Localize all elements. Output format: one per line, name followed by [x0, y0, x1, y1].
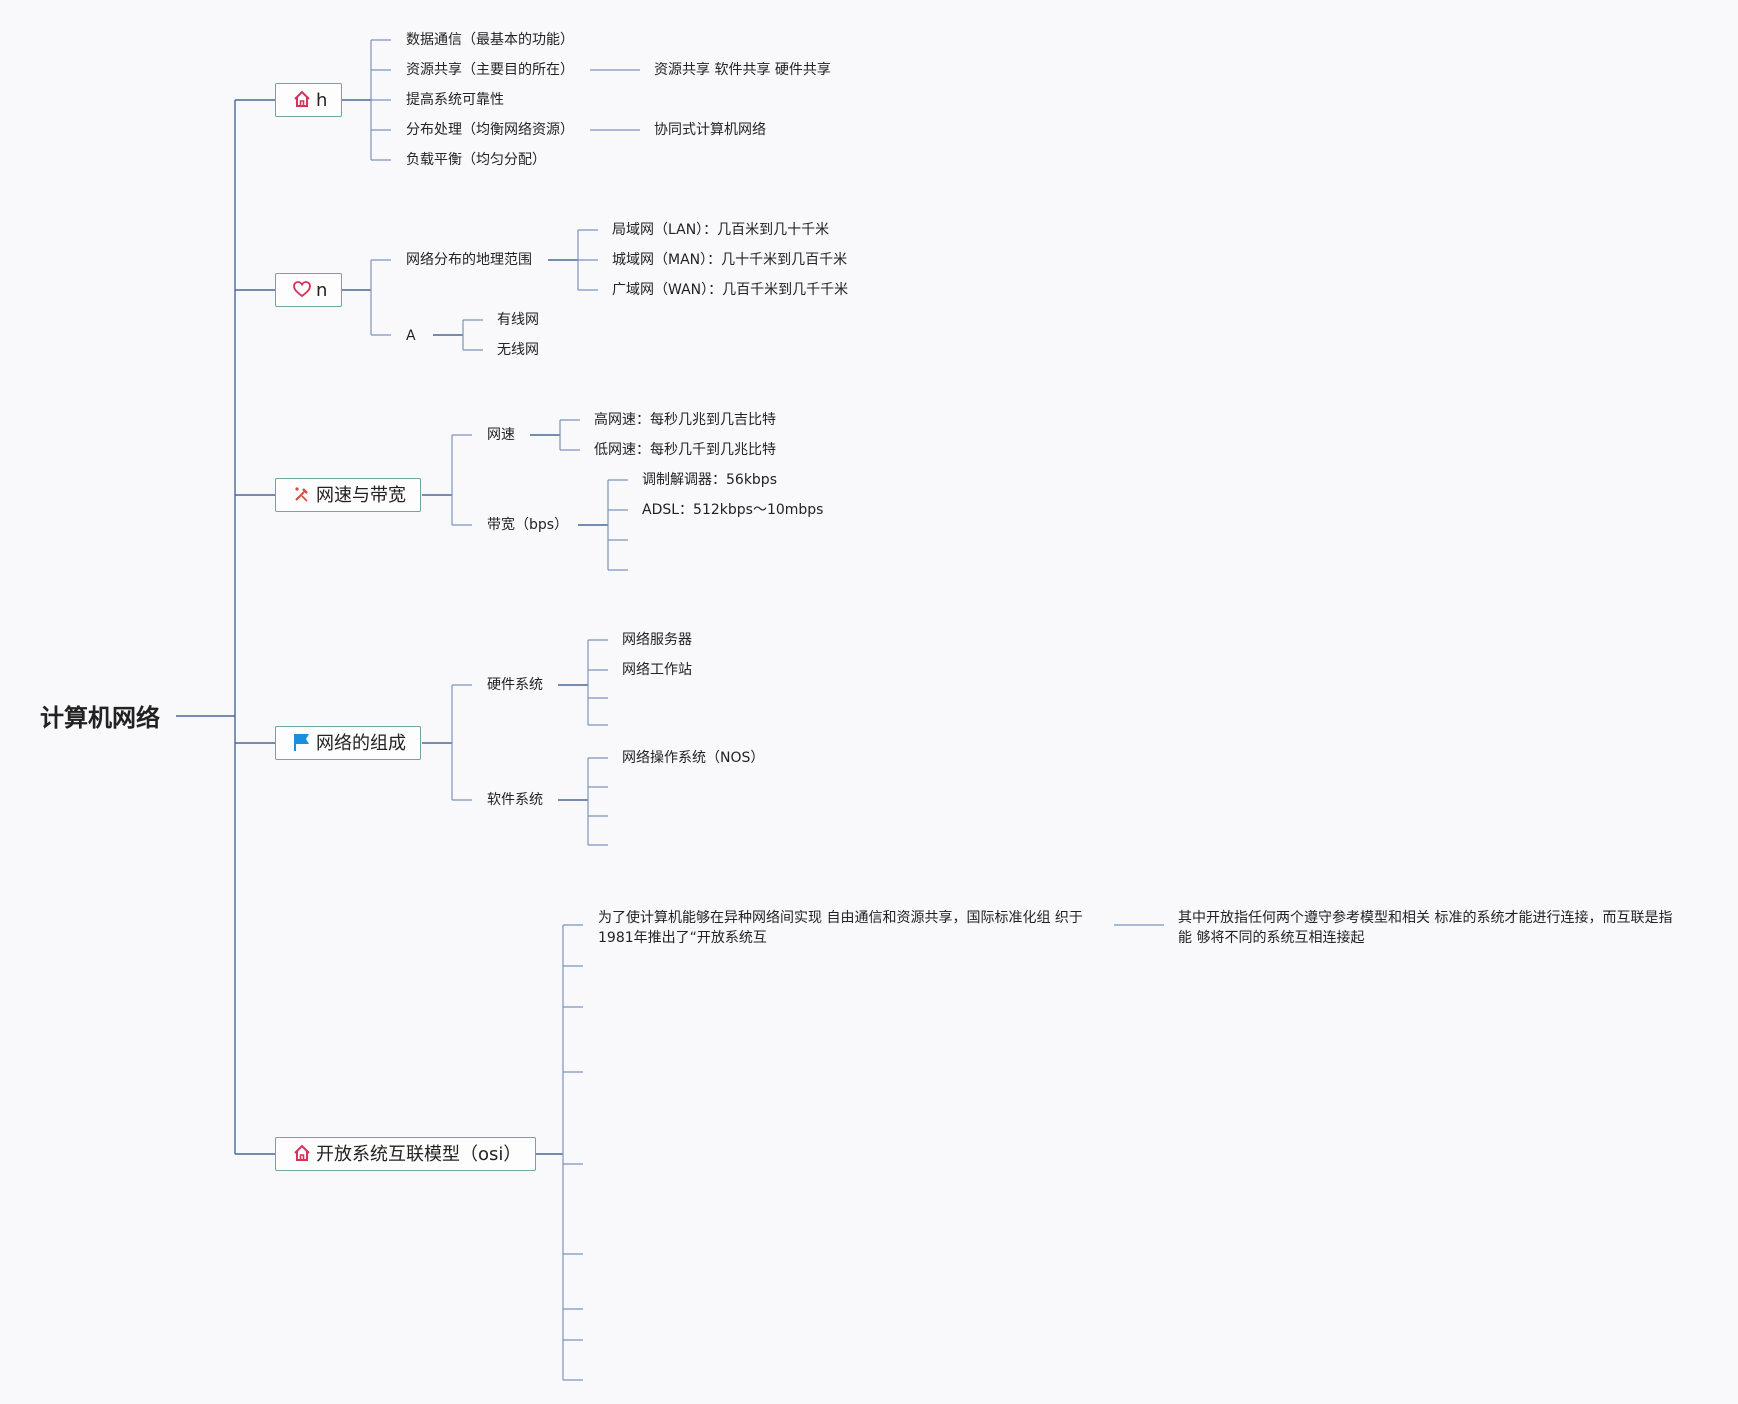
list-item[interactable]: 局域网（LAN）：几百米到几十千米: [612, 222, 830, 238]
list-item[interactable]: 分布处理（均衡网络资源）: [406, 122, 574, 138]
topic-label: 开放系统互联模型（osi）: [316, 1144, 522, 1165]
topic-label: h: [316, 90, 328, 111]
topic-n[interactable]: n: [275, 273, 343, 307]
list-item[interactable]: 提高系统可靠性: [406, 92, 504, 108]
subtopic[interactable]: 带宽（bps）: [487, 517, 569, 533]
topic-label: 网速与带宽: [316, 485, 406, 506]
flag-icon: [294, 734, 309, 751]
list-item[interactable]: ADSL：512kbps～10mbps: [642, 502, 824, 518]
topic-label: 网络的组成: [316, 733, 406, 754]
topic-label: n: [316, 280, 328, 301]
list-item[interactable]: 城域网（MAN）：几十千米到几百千米: [612, 252, 848, 268]
list-item[interactable]: 高网速：每秒几兆到几吉比特: [594, 412, 776, 428]
subtopic[interactable]: 软件系统: [487, 792, 543, 808]
subtopic[interactable]: 网速: [487, 427, 515, 443]
list-item[interactable]: 无线网: [497, 342, 539, 358]
topic-osi[interactable]: 开放系统互联模型（osi）: [275, 1137, 537, 1171]
list-item[interactable]: 网络工作站: [622, 662, 692, 678]
list-item[interactable]: 协同式计算机网络: [654, 122, 766, 138]
list-item[interactable]: 网络操作系统（NOS）: [622, 750, 765, 766]
list-item[interactable]: 调制解调器：56kbps: [642, 472, 777, 488]
subtopic[interactable]: 硬件系统: [487, 677, 543, 693]
list-item[interactable]: 网络服务器: [622, 632, 692, 648]
list-item[interactable]: 负载平衡（均匀分配）: [406, 152, 546, 168]
list-item[interactable]: 资源共享（主要目的所在）: [406, 62, 574, 78]
list-item[interactable]: 广域网（WAN）：几百千米到几千千米: [612, 282, 849, 298]
topic-h[interactable]: h: [275, 83, 343, 117]
list-item[interactable]: 数据通信（最基本的功能）: [406, 32, 574, 48]
list-item[interactable]: 为了使计算机能够在异种网络间实现 自由通信和资源共享，国际标准化组 织于1981…: [598, 910, 1083, 946]
list-item[interactable]: 低网速：每秒几千到几兆比特: [594, 442, 776, 458]
topic-network-composition[interactable]: 网络的组成: [275, 726, 421, 760]
house-icon: [294, 90, 310, 107]
list-item[interactable]: 有线网: [497, 312, 539, 328]
house-icon: [294, 1144, 310, 1161]
tools-icon: [295, 487, 308, 502]
list-item[interactable]: 其中开放指任何两个遵守参考模型和相关 标准的系统才能进行连接，而互联是指能 够将…: [1178, 910, 1673, 946]
topic-speed-bandwidth[interactable]: 网速与带宽: [275, 478, 421, 512]
subtopic[interactable]: A: [406, 328, 416, 344]
root-topic[interactable]: 计算机网络: [26, 694, 174, 742]
subtopic[interactable]: 网络分布的地理范围: [406, 252, 532, 268]
list-item[interactable]: 资源共享 软件共享 硬件共享: [654, 62, 831, 78]
heart-icon: [293, 281, 311, 298]
